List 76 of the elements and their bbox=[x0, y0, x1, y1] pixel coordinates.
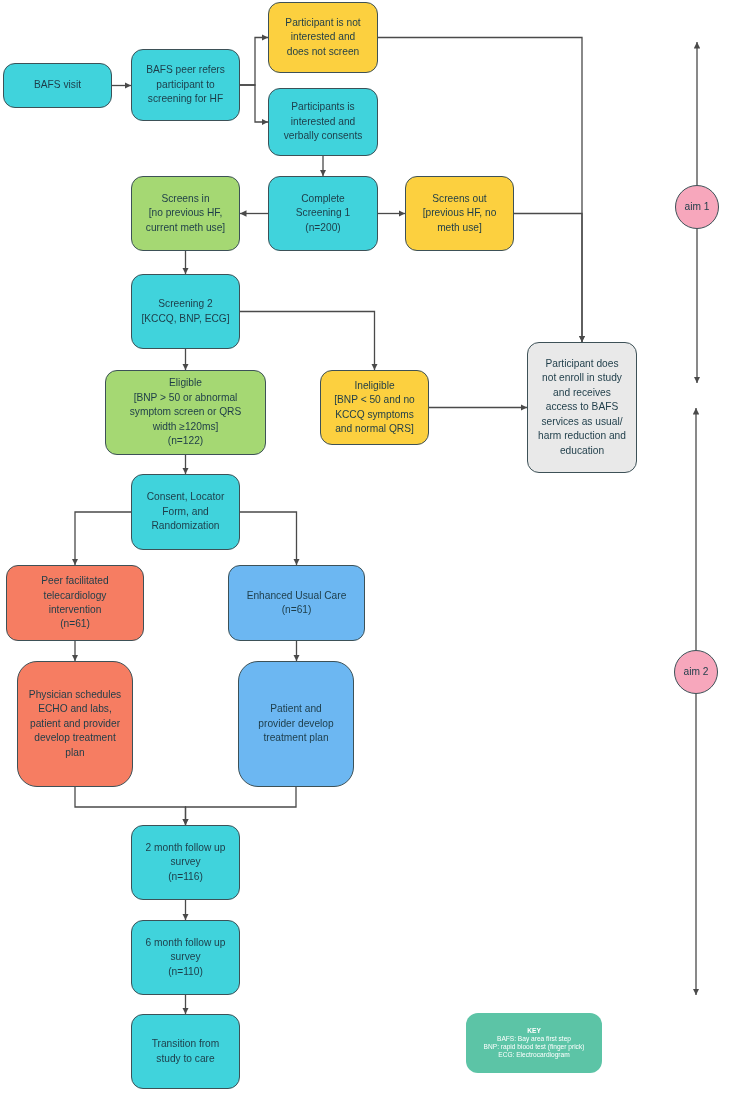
node-text: Patient and provider develop treatment plan bbox=[257, 702, 335, 746]
arrow bbox=[182, 250, 189, 275]
process-box bbox=[3, 63, 112, 108]
node-text: BAFS peer refers participant to screening for HF bbox=[145, 63, 226, 107]
arrow bbox=[693, 228, 701, 384]
node-text: [BNP > 50 or abnormal symptom screen or QRS width ≥120ms] bbox=[128, 390, 243, 434]
node-text: [BNP < 50 and no KCCQ symptoms and normal QRS] bbox=[333, 393, 416, 436]
arrow bbox=[239, 310, 378, 371]
node-text: (n=61) bbox=[281, 603, 312, 617]
node-text: (n=122) bbox=[167, 434, 204, 449]
node-text: [previous HF, no meth use] bbox=[421, 206, 498, 235]
node-text: Consent, Locator Form, and Randomization bbox=[145, 490, 226, 534]
process-box bbox=[268, 88, 378, 156]
arrow bbox=[182, 899, 189, 921]
node-text: Enhanced Usual Care bbox=[246, 588, 347, 603]
process-box bbox=[228, 565, 365, 641]
process-box bbox=[131, 920, 240, 995]
node-text: Screens in bbox=[161, 191, 210, 206]
arrow bbox=[111, 82, 132, 89]
node-text: Screening 2 bbox=[158, 297, 213, 311]
arrow bbox=[182, 786, 297, 826]
node-text: Physician schedules ECHO and labs, patient and provider develop treatment plan bbox=[27, 687, 123, 760]
node-text: Peer facilitated telecardiology intervention bbox=[40, 574, 110, 617]
node-text: Participant does not enroll in study and receives access to BAFS services as usual/ harm reduction and education bbox=[537, 356, 627, 458]
node-text: Screens out bbox=[432, 191, 487, 206]
arrow bbox=[692, 407, 700, 651]
node-text: Ineligible bbox=[354, 378, 395, 393]
arrow bbox=[692, 693, 700, 996]
process-box bbox=[131, 274, 240, 349]
arrow bbox=[428, 404, 528, 411]
process-box bbox=[527, 342, 637, 473]
node-text: (n=110) bbox=[168, 964, 203, 979]
process-box bbox=[131, 49, 240, 121]
node-text: (n=116) bbox=[168, 869, 203, 884]
process-box bbox=[131, 176, 240, 251]
process-box bbox=[17, 661, 133, 787]
node-text: Complete Screening 1 bbox=[294, 191, 352, 221]
node-text: Participants is interested and verbally consents bbox=[282, 100, 364, 144]
node-text: 2 month follow up survey bbox=[144, 840, 227, 870]
arrow bbox=[513, 212, 586, 343]
process-box bbox=[105, 370, 266, 455]
node-text: 6 month follow up survey bbox=[144, 935, 227, 965]
process-box bbox=[405, 176, 514, 251]
node-text: (n=61) bbox=[60, 617, 90, 632]
key-box bbox=[466, 1013, 602, 1073]
arrow bbox=[71, 640, 79, 662]
process-box bbox=[268, 2, 378, 73]
process-box bbox=[131, 1014, 240, 1089]
node-text: Eligible bbox=[169, 376, 202, 391]
process-box bbox=[238, 661, 354, 787]
process-box bbox=[268, 176, 378, 251]
process-box bbox=[6, 565, 144, 641]
node-text: Transition from study to care bbox=[150, 1037, 221, 1066]
arrow bbox=[319, 155, 327, 177]
process-box bbox=[131, 825, 240, 900]
arrow bbox=[239, 84, 269, 126]
process-box bbox=[131, 474, 240, 550]
node-text: [KCCQ, BNP, ECG] bbox=[141, 311, 230, 326]
node-text: Participant is not interested and does not screen bbox=[284, 15, 362, 59]
aim-circle bbox=[674, 650, 718, 694]
arrow bbox=[377, 210, 406, 217]
node-text: BAFS visit bbox=[34, 78, 81, 93]
arrow bbox=[182, 994, 189, 1015]
node-text: [no previous HF, current meth use] bbox=[144, 206, 227, 235]
node-text: (n=200) bbox=[305, 220, 341, 235]
arrow bbox=[71, 511, 132, 566]
arrow bbox=[182, 454, 189, 475]
arrow bbox=[239, 210, 269, 217]
arrow bbox=[239, 511, 300, 566]
aim-label: aim 2 bbox=[683, 664, 709, 679]
arrow bbox=[693, 41, 701, 186]
aim-label: aim 1 bbox=[684, 199, 710, 214]
arrow bbox=[182, 348, 189, 371]
process-box bbox=[320, 370, 429, 445]
arrow bbox=[293, 640, 300, 662]
aim-circle bbox=[675, 185, 719, 229]
